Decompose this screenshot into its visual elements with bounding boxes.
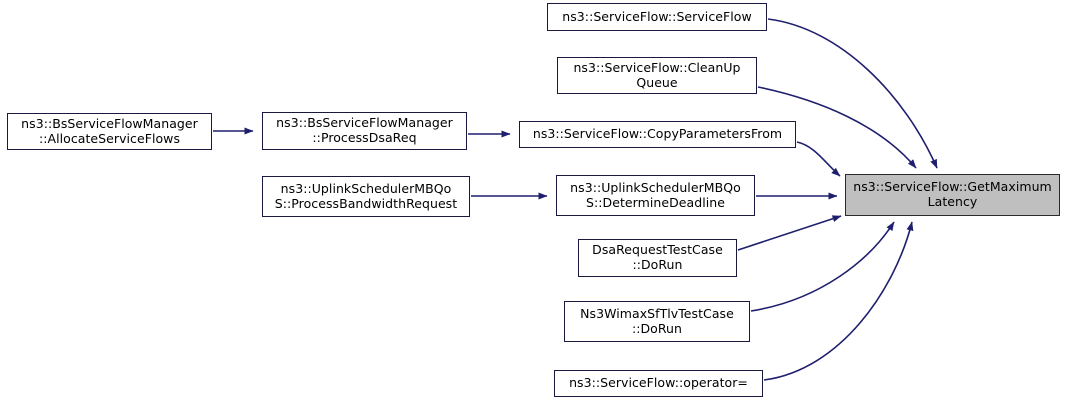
node-service-flow-constructor[interactable]: ns3::ServiceFlow::ServiceFlow bbox=[547, 3, 767, 31]
node-wimax-sf-tlv-test-case-do-run[interactable]: Ns3WimaxSfTlvTestCase ::DoRun bbox=[564, 301, 750, 342]
node-service-flow-operator-assign[interactable]: ns3::ServiceFlow::operator= bbox=[554, 370, 763, 397]
edge-wimaxsftlvtest-to-getmaxlatency bbox=[750, 221, 895, 312]
node-dsa-request-test-case-do-run[interactable]: DsaRequestTestCase ::DoRun bbox=[578, 239, 737, 277]
node-process-dsa-req[interactable]: ns3::BsServiceFlowManager ::ProcessDsaRe… bbox=[262, 112, 467, 150]
node-clean-up-queue[interactable]: ns3::ServiceFlow::CleanUp Queue bbox=[557, 57, 757, 94]
node-determine-deadline[interactable]: ns3::UplinkSchedulerMBQo S::DetermineDea… bbox=[556, 175, 755, 216]
node-copy-parameters-from[interactable]: ns3::ServiceFlow::CopyParametersFrom bbox=[519, 121, 796, 148]
node-get-maximum-latency[interactable]: ns3::ServiceFlow::GetMaximum Latency bbox=[845, 174, 1060, 216]
edge-dsarequesttest-to-getmaxlatency bbox=[737, 215, 842, 251]
node-allocate-service-flows[interactable]: ns3::BsServiceFlowManager ::AllocateServ… bbox=[7, 113, 212, 150]
node-process-bandwidth-request[interactable]: ns3::UplinkSchedulerMBQo S::ProcessBandw… bbox=[262, 176, 470, 217]
edge-operatoreq-to-getmaxlatency bbox=[763, 221, 914, 381]
edge-copyparams-to-getmaxlatency bbox=[796, 141, 841, 177]
